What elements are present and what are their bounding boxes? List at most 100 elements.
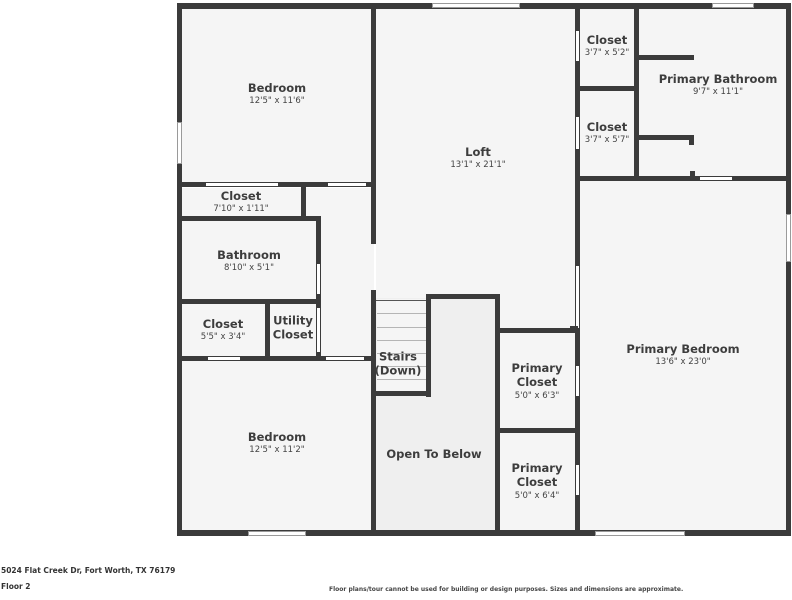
label-utility-closet: Utility Closet — [273, 314, 313, 343]
room-closet-right-1 — [580, 8, 637, 88]
door-opening — [326, 357, 364, 360]
room-name-line1: Primary — [511, 360, 563, 375]
room-name: Bedroom — [247, 430, 307, 444]
room-name: Closet — [220, 189, 262, 203]
door-opening — [700, 177, 732, 180]
room-primary-bathroom — [639, 8, 787, 178]
door-opening — [328, 183, 366, 186]
door-opening — [317, 264, 320, 294]
window — [432, 3, 520, 8]
room-dimensions: 5'5" x 3'4" — [200, 332, 246, 343]
room-primary-closet-1 — [500, 333, 578, 430]
door-opening — [576, 465, 579, 495]
room-stairs-fill — [377, 299, 427, 392]
wall-left-column-right-lower — [371, 290, 376, 536]
door-opening — [576, 117, 579, 149]
wall-closet-divider — [301, 182, 306, 220]
wall-closet-divider-right — [575, 86, 638, 91]
label-bathroom: Bathroom 8'10" x 5'1" — [217, 248, 281, 274]
room-closet-upper-left — [180, 188, 304, 218]
label-closet-right-2: Closet 3'7" x 5'7" — [585, 120, 630, 146]
door-opening — [576, 31, 579, 61]
label-primary-closet-2: Primary Closet 5'0" x 6'4" — [512, 461, 563, 501]
room-dimensions: 3'7" x 5'7" — [584, 135, 630, 146]
stair-tread — [377, 340, 427, 341]
door-opening — [576, 366, 579, 396]
room-name-line1: Stairs — [379, 349, 417, 364]
stair-tread — [377, 327, 427, 328]
room-name: Closet — [586, 120, 628, 134]
room-name: Bathroom — [217, 248, 281, 262]
wall-primary-bath-stub-1 — [637, 55, 694, 60]
wall-bathroom-bottom — [177, 299, 321, 304]
wall-upper-lower-bedroom — [177, 356, 376, 361]
room-dimensions: 5'0" x 6'4" — [514, 490, 560, 501]
wall-primary-closet-top — [495, 328, 578, 333]
wall-outer-left — [177, 3, 182, 536]
room-bathroom — [180, 220, 318, 300]
room-bedroom-upper — [180, 8, 374, 186]
door-opening — [206, 183, 278, 186]
label-open-to-below: Open To Below — [386, 447, 481, 461]
room-dimensions: 8'10" x 5'1" — [224, 263, 274, 274]
room-name-line1: Utility — [273, 313, 313, 328]
room-name: Primary Bedroom — [626, 342, 740, 356]
window — [595, 531, 685, 536]
room-loft-lower — [498, 298, 578, 332]
wall-outer-bottom — [177, 530, 791, 536]
room-name: Bedroom — [247, 81, 307, 95]
door-opening — [576, 266, 579, 328]
wall-otb-right — [495, 294, 500, 536]
room-name: Primary Bathroom — [658, 72, 778, 86]
stair-tread — [377, 379, 427, 380]
label-closet-right-1: Closet 3'7" x 5'2" — [585, 33, 630, 59]
property-address: 5024 Flat Creek Dr, Fort Worth, TX 76179 — [1, 566, 176, 575]
stair-tread — [377, 366, 427, 367]
room-name: Loft — [465, 145, 491, 159]
wall-primary-bedroom-stub — [570, 326, 578, 331]
wall-otb-top — [426, 294, 499, 299]
room-name: Closet — [586, 33, 628, 47]
label-bedroom-lower: Bedroom 12'5" x 11'2" — [248, 430, 306, 456]
label-closet-upper-left: Closet 7'10" x 1'11" — [213, 189, 268, 215]
room-closet-right-2 — [580, 91, 637, 178]
room-name-line2: Closet — [516, 375, 558, 390]
wall-outer-right — [786, 3, 791, 536]
window — [248, 531, 306, 536]
room-name-line2: Closet — [272, 328, 314, 342]
wall-closet-bathroom — [177, 216, 321, 221]
stair-tread — [377, 353, 427, 354]
wall-left-column-right-upper — [371, 3, 376, 244]
label-primary-closet-1: Primary Closet 5'0" x 6'3" — [512, 361, 563, 401]
room-dimensions: 12'5" x 11'6" — [249, 96, 305, 107]
room-primary-closet-2 — [500, 433, 578, 532]
wall-stairs-right — [426, 294, 431, 397]
room-utility-closet — [270, 304, 318, 358]
wall-primary-bath-stub-3 — [689, 135, 694, 145]
label-primary-bathroom: Primary Bathroom 9'7" x 11'1" — [659, 72, 778, 98]
room-closet-lower-left — [180, 304, 268, 358]
room-dimensions: 12'5" x 11'2" — [249, 445, 305, 456]
room-dimensions: 13'6" x 23'0" — [655, 357, 711, 368]
label-loft: Loft 13'1" x 21'1" — [450, 145, 505, 171]
room-name-line2: Closet — [516, 475, 558, 490]
floor-label: Floor 2 — [1, 582, 31, 591]
room-dimensions: 13'1" x 21'1" — [450, 160, 506, 171]
stair-tread — [377, 313, 427, 314]
window — [712, 3, 754, 8]
door-opening — [208, 357, 240, 360]
wall-closet-column-right — [634, 3, 639, 181]
room-dimensions: 9'7" x 11'1" — [693, 87, 743, 98]
room-dimensions: 7'10" x 1'11" — [213, 204, 269, 215]
window — [177, 122, 182, 164]
room-dimensions: 5'0" x 6'3" — [514, 390, 560, 401]
room-dimensions: 3'7" x 5'2" — [584, 48, 630, 59]
room-bedroom-lower — [180, 360, 374, 532]
room-name-line2: (Down) — [374, 364, 422, 378]
stair-top-line — [376, 300, 428, 301]
wall-closet-utility-divider — [265, 299, 270, 359]
floor-plan — [177, 3, 791, 536]
door-opening — [317, 308, 320, 352]
disclaimer: Floor plans/tour cannot be used for buil… — [329, 586, 684, 593]
wall-primary-bath-bottom — [575, 176, 791, 181]
